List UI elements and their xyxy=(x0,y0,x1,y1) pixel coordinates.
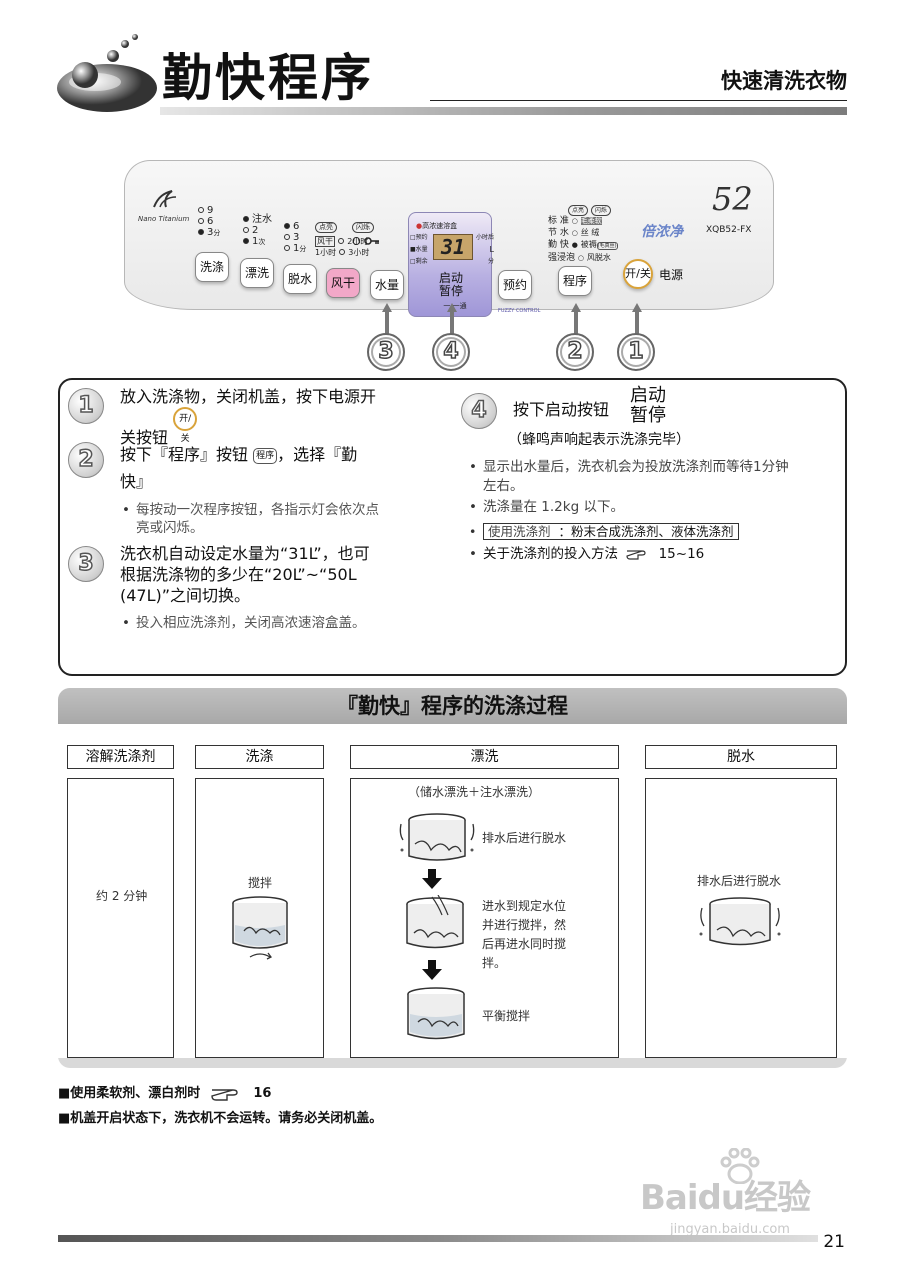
column-rinse: 漂洗 xyxy=(350,745,619,769)
softener-note: ■使用柔软剂、漂白剂时 16 xyxy=(58,1082,271,1101)
rinse-step1-text: 排水后进行脱水 xyxy=(482,831,567,845)
page-subtitle: 快速清洗衣物 xyxy=(721,69,847,93)
watermark: Baidu经验 jingyan.baidu.com xyxy=(640,1148,860,1240)
process-title: 『勤快』程序的洗涤过程 xyxy=(58,688,847,724)
pointing-hand-icon xyxy=(626,550,646,560)
water-level-button[interactable]: 水量 xyxy=(370,270,404,300)
watermark-text: Baidu经验 xyxy=(640,1178,811,1218)
balancing-tub-icon xyxy=(407,987,465,1040)
arrow-up-icon xyxy=(571,303,581,335)
step4-note-2: 洗涤量在 1.2kg 以下。 xyxy=(469,498,624,517)
power-button-inline-icon: 开/关 xyxy=(173,407,198,444)
nano-titanium-icon xyxy=(153,190,177,208)
air-dry-indicators: 点亮 风干 2小时 1小时 3小时 xyxy=(315,222,370,257)
footer-band xyxy=(58,1235,818,1242)
paw-watermark-icon xyxy=(720,1148,760,1184)
instruction-number-4: 4 xyxy=(461,393,497,429)
step-number-2: 2 xyxy=(556,333,594,371)
lid-note: ■机盖开启状态下，洗衣机不会运转。请务必关闭机盖。 xyxy=(58,1111,383,1126)
key-lock-icon xyxy=(364,237,380,245)
model-number: 52 xyxy=(712,180,753,218)
spin-dry-tub-icon xyxy=(699,897,781,946)
power-button[interactable]: 开/关 xyxy=(623,259,653,289)
step-number-1: 1 xyxy=(617,333,655,371)
step3-text: 洗衣机自动设定水量为“31L”，也可 根据洗涤物的多少在“20L”~“50L (… xyxy=(120,544,370,605)
brand-label: 倍浓净 xyxy=(641,224,683,240)
pointing-hand-icon xyxy=(211,1089,238,1101)
fuzzy-control-label: FUZZY CONTROL xyxy=(498,308,541,314)
start-pause-button[interactable] xyxy=(408,212,492,317)
rinse-box xyxy=(350,778,619,1058)
step4-method: 关于洗涤剂的投入方法 15~16 xyxy=(469,545,704,564)
lcd-side-labels: □预约 ■水量 □剩余 xyxy=(410,234,428,265)
spinning-tub-icon xyxy=(399,813,475,861)
arrow-down-icon xyxy=(422,960,442,980)
dry-button[interactable]: 风干 xyxy=(326,268,360,298)
step1-text: 放入洗涤物，关闭机盖，按下电源开 关按钮 开/关 xyxy=(120,387,377,447)
dissolve-time: 约 2 分钟 xyxy=(96,889,148,903)
arrow-up-icon xyxy=(382,303,392,335)
model-code: XQB52-FX xyxy=(706,225,752,235)
wash-text: 搅拌 xyxy=(248,876,273,890)
filling-tub-icon xyxy=(406,895,464,949)
instruction-number-1: 1 xyxy=(68,388,104,424)
logo-bubbles-icon xyxy=(57,34,157,112)
program-button-inline-icon: 程序 xyxy=(253,448,278,464)
arrow-down-icon xyxy=(422,869,442,889)
page-title: 勤快程序 xyxy=(162,49,374,107)
column-dissolve: 溶解洗涤剂 xyxy=(67,745,174,769)
start-pause-inline-label: 启动 暂停 xyxy=(630,385,666,426)
spin-text: 排水后进行脱水 xyxy=(697,874,782,888)
step4-sub: （蜂鸣声响起表示洗涤完毕） xyxy=(508,432,690,448)
power-label: 电源 xyxy=(659,268,684,282)
wash-time-indicators: 9 6 3分 xyxy=(198,205,220,239)
header-rule xyxy=(430,100,847,101)
step-number-4: 4 xyxy=(432,333,470,371)
step2-note: 每按动一次程序按钮，各指示灯会依次点 亮或闪烁。 xyxy=(122,501,379,537)
step2-text: 按下『程序』按钮 程序，选择『勤 快』 xyxy=(120,445,358,491)
rinse-step3-text: 平衡搅拌 xyxy=(482,1009,531,1023)
instruction-number-3: 3 xyxy=(68,546,104,582)
step3-note: 投入相应洗涤剂，关闭高浓速溶盒盖。 xyxy=(122,614,365,632)
column-wash: 洗涤 xyxy=(195,745,324,769)
lcd-unit-labels: 小时后 L 分 xyxy=(476,234,495,265)
arrow-up-icon xyxy=(447,303,457,335)
step4-note-1: 显示出水量后，洗衣机会为投放洗涤剂而等待1分钟 左右。 xyxy=(469,458,789,496)
step4-text: 按下启动按钮 xyxy=(513,400,610,419)
agitating-tub-icon xyxy=(232,896,288,960)
header-band xyxy=(160,107,847,115)
start-pause-sub: 一 一通 xyxy=(443,302,467,310)
rinse-indicators: 注水 2 1次 xyxy=(243,214,272,248)
instruction-number-2: 2 xyxy=(68,442,104,478)
spin-button[interactable]: 脱水 xyxy=(283,264,317,294)
program-button[interactable]: 程序 xyxy=(558,266,592,296)
arrow-up-icon xyxy=(632,303,642,335)
spin-indicators: 6 3 1分 xyxy=(284,221,306,255)
step-number-3: 3 xyxy=(367,333,405,371)
watermark-sub: jingyan.baidu.com xyxy=(670,1222,790,1237)
program-list: 点亮 闪烁 标 准 ○ 毛柔软 节 水 ○ 丝 绒 勤 快 ● 被褥(毛真丝) … xyxy=(548,205,618,263)
rinse-step2-text: 进水到规定水位 并进行搅拌，然 后再进水同时搅 拌。 xyxy=(482,899,567,970)
step4-detergent: 使用洗涤剂：粉末合成洗涤剂、液体洗涤剂 xyxy=(469,522,739,541)
page-number: 21 xyxy=(823,1232,845,1252)
lcd-top-label: ●高浓速溶盒 xyxy=(416,222,458,230)
dissolve-box xyxy=(67,778,174,1058)
reserve-button[interactable]: 预约 xyxy=(498,270,532,300)
start-pause-label: 启动 暂停 xyxy=(438,271,463,298)
instructions-box xyxy=(58,378,847,676)
panel-logo-text: Nano Titanium xyxy=(138,215,190,223)
rinse-header: （储水漂洗＋注水漂洗） xyxy=(408,785,541,799)
column-spin: 脱水 xyxy=(645,745,837,769)
rinse-button[interactable]: 漂洗 xyxy=(240,258,274,288)
panel-logo: Nano Titanium xyxy=(138,190,198,225)
wash-button[interactable]: 洗涤 xyxy=(195,252,229,282)
lock-indicator: 闪烁 O xyxy=(352,221,380,247)
lcd-display: 31 xyxy=(433,234,473,260)
